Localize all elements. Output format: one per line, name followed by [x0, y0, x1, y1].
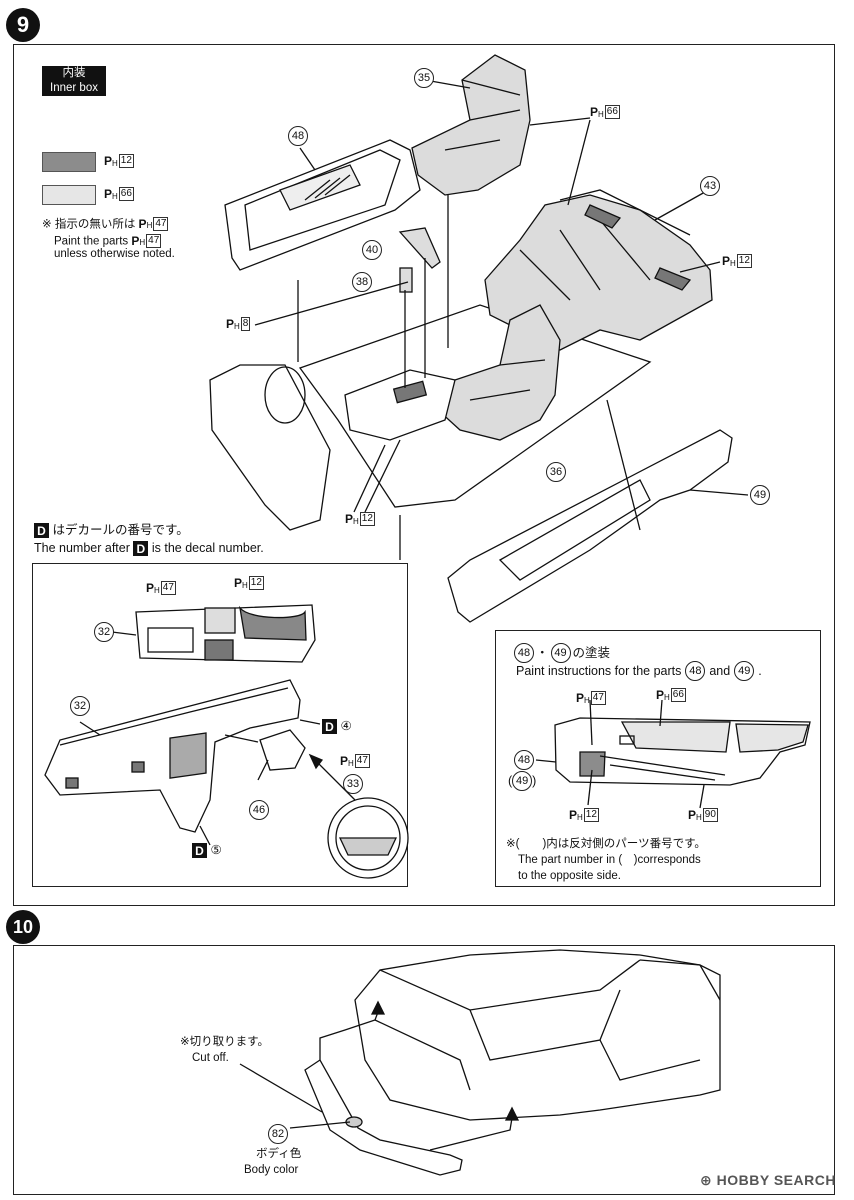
decal-4-label: D ④	[322, 718, 352, 735]
default-paint-note-en2: unless otherwise noted.	[54, 248, 175, 260]
steering-step9	[264, 366, 306, 424]
door-note-en1: The part number in ( )corresponds	[518, 854, 701, 866]
step-10-number: 10	[12, 916, 34, 937]
inner-box-en: Inner box	[50, 82, 98, 94]
door-note-en2: to the opposite side.	[518, 870, 621, 882]
door-panel-paint-box	[495, 630, 821, 887]
car-body	[354, 949, 721, 1121]
part-35: 35	[414, 68, 434, 88]
decal-note-jp: D はデカールの番号です。	[34, 522, 189, 539]
center-console	[344, 369, 456, 441]
decal-note-en: The number after D is the decal number.	[34, 541, 264, 557]
cut-off-jp: ※切り取ります。	[180, 1036, 269, 1048]
part-43: 43	[700, 176, 720, 196]
part-49: 49	[750, 485, 770, 505]
door-part-49: 49	[512, 771, 533, 791]
front-seat-36	[437, 304, 561, 441]
inner-box-label: 内装 Inner box	[42, 66, 106, 96]
body-color-jp: ボディ色	[256, 1148, 302, 1160]
dashboard-step9	[209, 364, 331, 531]
door-title-49: 49	[550, 643, 571, 663]
part-32-top: 32	[94, 622, 114, 642]
connector-46	[259, 729, 306, 771]
step-9-frame	[13, 44, 835, 906]
part-82: 82	[268, 1124, 288, 1144]
part-46: 46	[249, 800, 269, 820]
door-part-49-paren: (49)	[508, 771, 536, 791]
inner-box-jp: 内装	[62, 67, 86, 79]
shift-lever-38	[399, 267, 413, 293]
door-note-jp: ※( )内は反対側のパーツ番号です。	[506, 838, 706, 850]
door-part-48: 48	[514, 750, 534, 770]
handbrake-40	[398, 227, 441, 269]
decal-d-icon: D	[34, 523, 49, 539]
step-10-badge: 10	[6, 910, 40, 944]
door-panel-instructions: Paint instructions for the parts 48 and …	[516, 661, 762, 681]
part-32-perspective: 32	[70, 696, 90, 716]
door-instr-49: 49	[734, 661, 755, 681]
part-38: 38	[352, 272, 372, 292]
left-door-panel	[224, 139, 421, 271]
part-40: 40	[362, 240, 382, 260]
step-9-badge: 9	[6, 8, 40, 42]
body-color-en: Body color	[244, 1164, 299, 1176]
swatch-light-gray	[42, 185, 96, 205]
decal-5-label: D ⑤	[192, 842, 222, 859]
decal-d5-icon: D	[192, 843, 207, 859]
door-instr-48: 48	[685, 661, 706, 681]
swatch-dark-gray	[42, 152, 96, 172]
cut-off-en: Cut off.	[192, 1052, 229, 1064]
watermark-logo-icon: ⊕	[700, 1172, 717, 1188]
hobby-search-watermark: ⊕ HOBBY SEARCH	[700, 1172, 836, 1188]
left-door-panel-inner	[244, 149, 401, 251]
dashboard-subpanel	[32, 563, 408, 887]
door-panel-title-jp: 48 ・ 49 の塗装	[514, 643, 610, 663]
step-10-frame	[13, 945, 835, 1195]
door-title-48: 48	[514, 643, 534, 663]
step-9-number: 9	[16, 12, 30, 37]
part-36: 36	[546, 462, 566, 482]
decal-d4-icon: D	[322, 719, 337, 735]
decal-d-icon-2: D	[133, 541, 149, 557]
bumper-82	[304, 1059, 463, 1176]
part-48: 48	[288, 126, 308, 146]
part-33: 33	[343, 774, 363, 794]
